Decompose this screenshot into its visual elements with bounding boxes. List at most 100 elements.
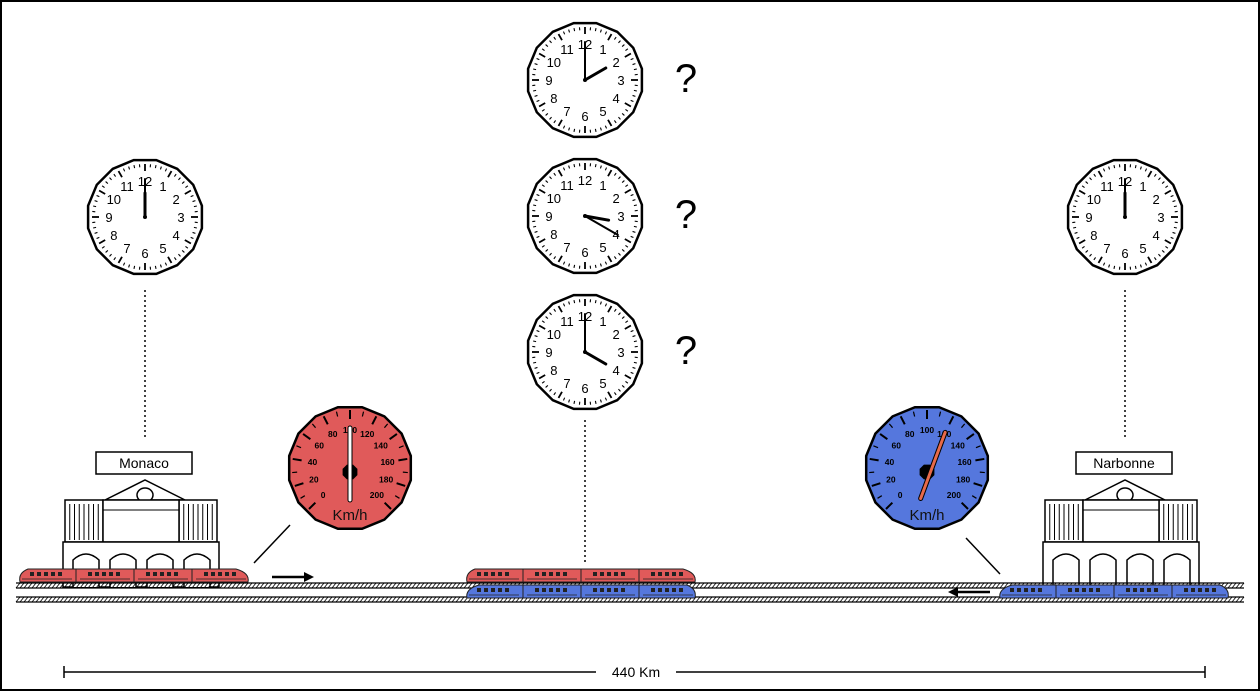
clock-tick [634,341,637,342]
clock-number: 6 [581,381,588,396]
speedometer-scale-label: 140 [951,441,965,451]
clock-tick [1135,266,1136,269]
clock-tick [1114,266,1115,269]
clock-number: 5 [159,241,166,256]
clock-number: 4 [173,228,180,243]
clock-tick [533,226,536,227]
red-train-meeting-point [467,569,696,582]
clock-tick [595,129,596,132]
clock-tick [1073,206,1076,207]
clock-tick [533,341,536,342]
speedometer-scale-label: 180 [379,475,393,485]
clock-number: 7 [123,241,130,256]
clock-number: 6 [581,109,588,124]
clock-tick [595,28,596,31]
clock-number: 9 [1085,210,1092,225]
clock-number: 4 [613,91,620,106]
clock-tick [155,266,156,269]
speedometer-scale-label: 100 [920,425,934,435]
clock-number: 1 [1139,179,1146,194]
clock-number: 10 [547,191,561,206]
clock-number: 9 [545,209,552,224]
clock-number: 5 [599,240,606,255]
clock-tick [634,226,637,227]
clock-tick [595,300,596,303]
clock-number: 6 [141,246,148,261]
speedometer-scale-label: 60 [892,441,902,451]
clock-number: 5 [599,376,606,391]
clock-number: 11 [560,178,574,193]
clock-number: 8 [550,363,557,378]
clock-number: 11 [120,179,134,194]
clock-center [143,215,147,219]
clock-tick [533,362,536,363]
clock-tick [533,205,536,206]
clock-tick [634,205,637,206]
speedometer-scale-label: 200 [370,490,384,500]
distance-label: 440 Km [612,664,660,680]
clock-tick [595,164,596,167]
clock-number: 3 [617,73,624,88]
clock-tick [93,206,96,207]
speedometer-tick [975,459,984,460]
speedometer-scale-label: 40 [885,457,895,467]
clock-number: 2 [173,192,180,207]
clock-number: 3 [617,209,624,224]
clock-number: 7 [1103,241,1110,256]
question-mark-2: ? [675,193,697,237]
clock-number: 9 [545,345,552,360]
clock-number: 2 [613,55,620,70]
clock-mid-3: 121234567891011 [528,295,642,409]
clock-tick [574,164,575,167]
speedometer-scale-label: 20 [886,475,896,485]
clock-number: 9 [105,210,112,225]
clock-tick [155,165,156,168]
speedometer-scale-label: 0 [898,490,903,500]
clock-tick [134,165,135,168]
speedometer-scale-label: 160 [957,457,971,467]
clock-number: 10 [547,55,561,70]
question-mark-1: ? [675,57,697,101]
clock-number: 11 [1100,179,1114,194]
clock-number: 10 [547,327,561,342]
clock-center [583,78,587,82]
clock-number: 3 [1157,210,1164,225]
clock-number: 8 [550,227,557,242]
blue-train-departing-narbonne [1000,585,1229,598]
clock-tick [574,129,575,132]
clock-number: 8 [110,228,117,243]
question-mark-3: ? [675,329,697,373]
clock-number: 8 [550,91,557,106]
clock-number: 3 [177,210,184,225]
speedometer-scale-label: 140 [374,441,388,451]
monaco-label: Monaco [119,455,169,471]
clock-number: 5 [1139,241,1146,256]
speedometer-scale-label: 200 [947,490,961,500]
clock-tick [134,266,135,269]
clock-number: 9 [545,73,552,88]
clock-number: 11 [560,314,574,329]
clock-number: 7 [563,104,570,119]
speedometer-scale-label: 80 [905,429,915,439]
clock-tick [1174,227,1177,228]
clock-tick [574,265,575,268]
speedometer-tick [398,459,407,460]
clock-number: 3 [617,345,624,360]
speedometer-tick [293,459,302,460]
clock-number: 5 [599,104,606,119]
speedometer-scale-label: 160 [380,457,394,467]
clock-number: 4 [1153,228,1160,243]
clock-mid-2: 121234567891011 [528,159,642,273]
speedometer-scale-label: 20 [309,475,319,485]
speedometer-tick [870,459,879,460]
clock-tick [1174,206,1177,207]
clock-mid-1: 121234567891011 [528,23,642,137]
clock-tick [574,300,575,303]
blue-train-meeting-point [467,585,696,598]
clock-tick [533,90,536,91]
clock-number: 4 [613,363,620,378]
clock-number: 7 [563,376,570,391]
right-speed-unit: Km/h [909,507,944,524]
clock-number: 2 [613,191,620,206]
clock-tick [1135,165,1136,168]
